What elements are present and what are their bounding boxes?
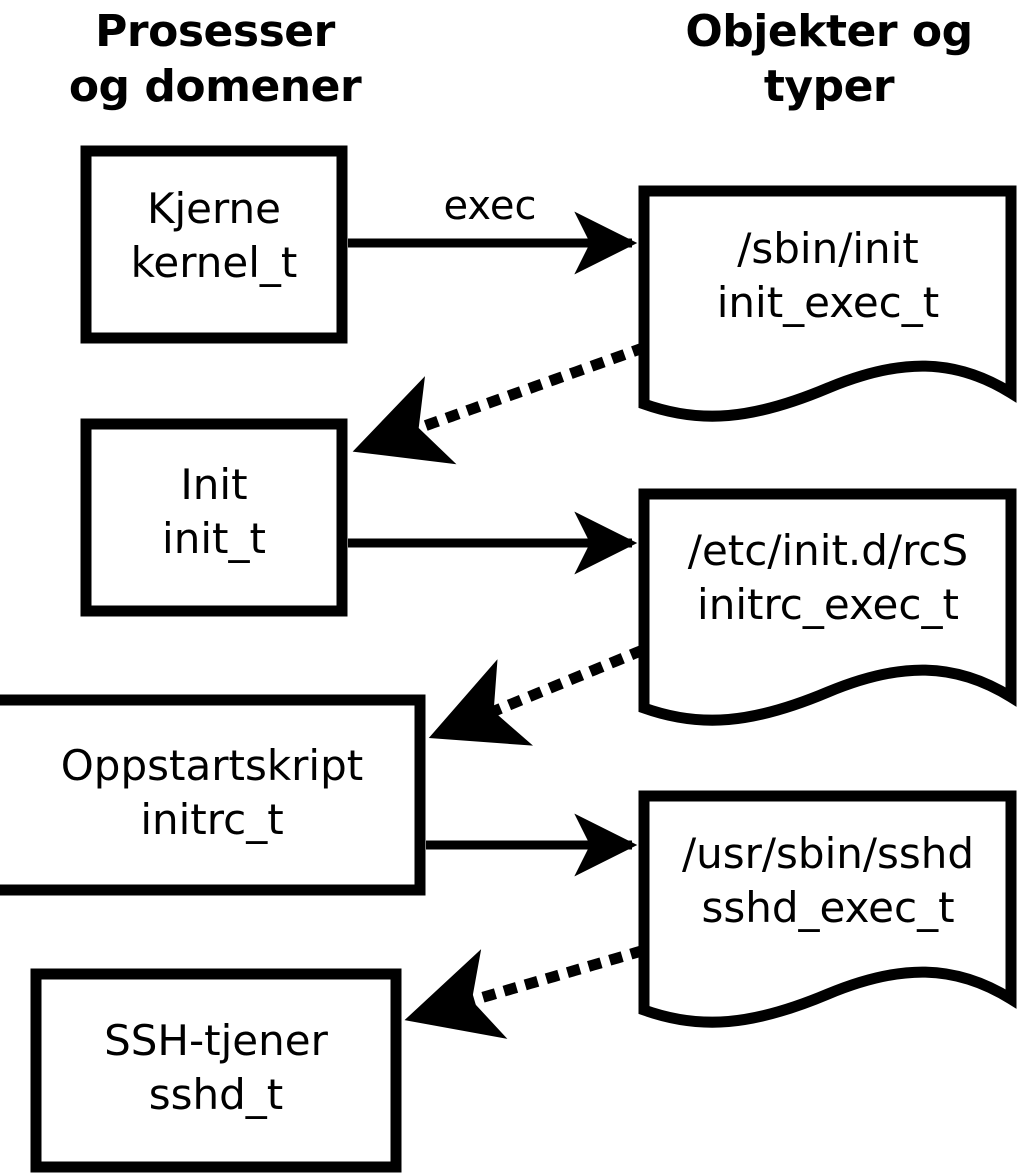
edge-initrc-exec-to-initrc <box>428 644 646 746</box>
edge-init-exec-to-init <box>352 341 648 465</box>
process-node-initrc[interactable] <box>0 694 426 896</box>
column-header-objects: Objekter og typer <box>685 6 973 112</box>
object-node-sshd-exec[interactable] <box>638 790 1017 1028</box>
process-node-sshd[interactable] <box>30 968 402 1173</box>
process-node-init[interactable] <box>80 418 348 617</box>
edge-label-exec: exec <box>443 183 537 229</box>
object-node-init-exec[interactable] <box>638 185 1017 422</box>
process-node-kernel[interactable] <box>80 145 348 344</box>
column-header-processes: Prosesser og domener <box>68 6 362 112</box>
edge-sshd-exec-to-sshd <box>404 945 645 1039</box>
object-node-initrc-exec[interactable] <box>638 488 1017 726</box>
